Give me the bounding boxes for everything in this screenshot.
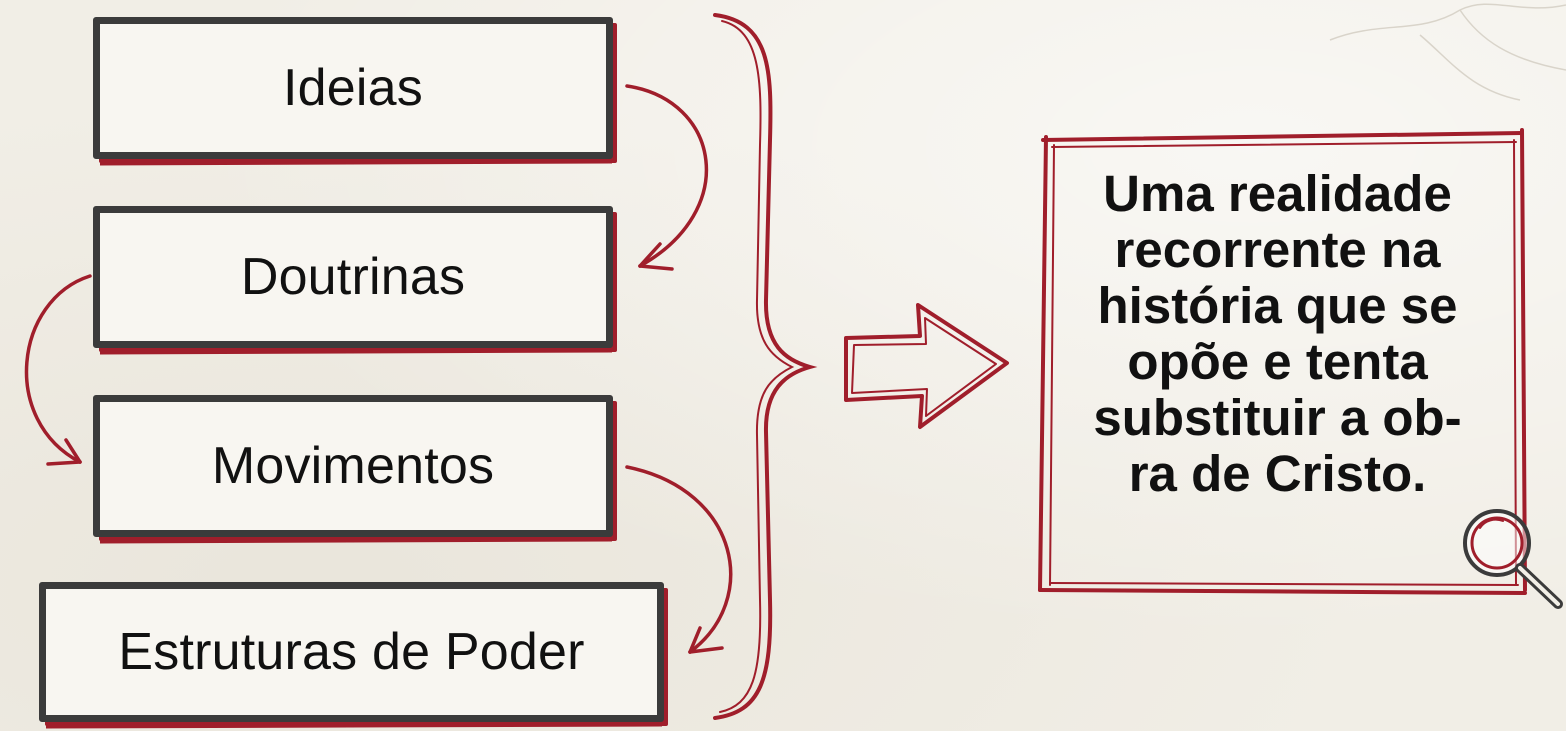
connector-movimentos-estruturas — [625, 465, 733, 654]
conclusion-line: recorrente na — [1114, 221, 1441, 278]
conclusion-line: história que se — [1097, 277, 1458, 334]
box-shadow-strokes — [45, 160, 663, 729]
step-label: Ideias — [283, 59, 423, 117]
conclusion-line: Uma realidade — [1103, 165, 1452, 222]
step-box-ideias: Ideias — [93, 17, 613, 159]
step-label: Doutrinas — [240, 248, 466, 306]
curly-brace-icon — [713, 13, 818, 720]
conclusion-frame — [1038, 128, 1527, 595]
step-label: Estruturas de Poder — [118, 623, 585, 681]
step-box-doutrinas: Doutrinas — [93, 206, 613, 348]
magnifier-icon — [1463, 509, 1563, 609]
step-box-movimentos: Movimentos — [93, 395, 613, 537]
conclusion-line: ra de Cristo. — [1128, 445, 1427, 502]
step-label: Movimentos — [211, 437, 495, 495]
conclusion-line: opõe e tenta — [1127, 333, 1428, 390]
right-arrow-icon — [844, 303, 1009, 429]
conclusion-text: Uma realidade recorrente na história que… — [1050, 166, 1505, 502]
connector-ideias-doutrinas — [625, 84, 709, 271]
connector-doutrinas-movimentos — [24, 274, 92, 466]
conclusion-line: substituir a ob- — [1093, 389, 1462, 446]
paper-crack-lines — [1329, 3, 1566, 101]
step-box-estruturas-de-poder: Estruturas de Poder — [39, 582, 664, 722]
